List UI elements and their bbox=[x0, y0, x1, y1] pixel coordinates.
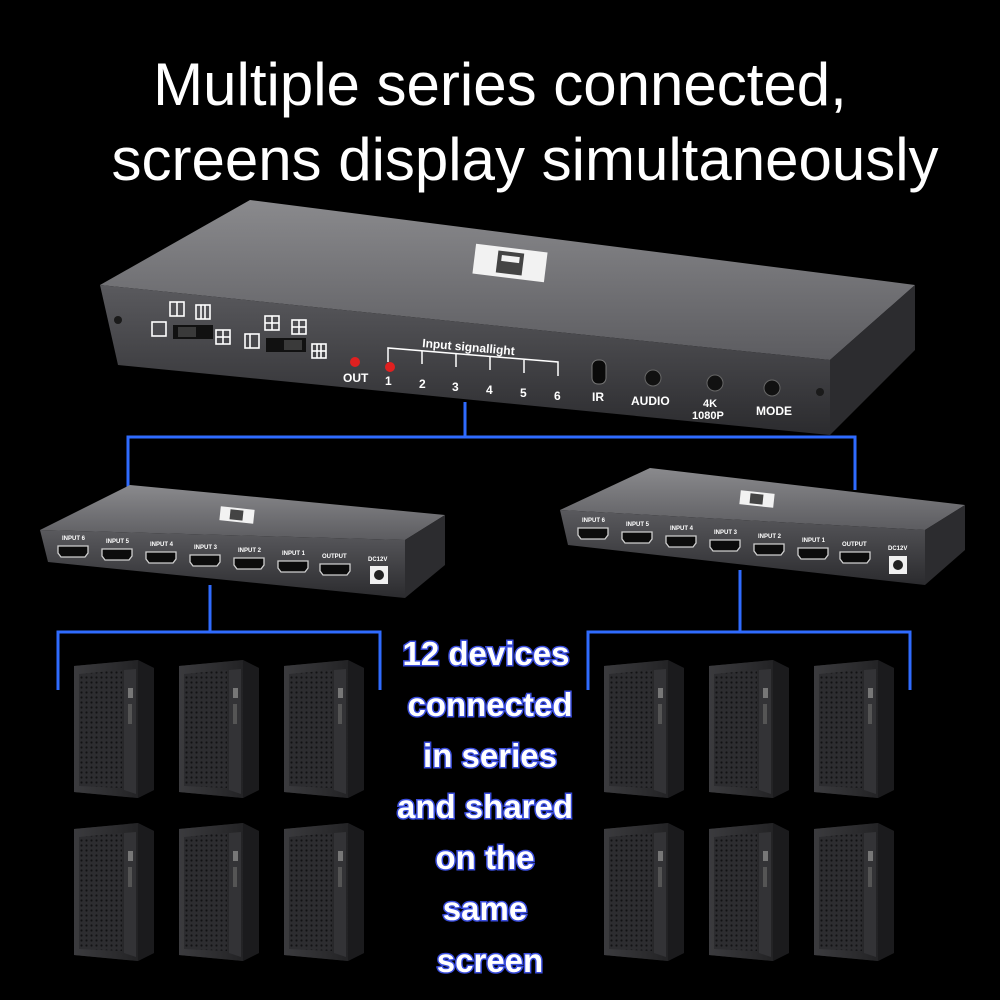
ir-receiver-icon bbox=[591, 359, 607, 385]
mode-label: MODE bbox=[756, 404, 792, 418]
layout-mode-icon bbox=[151, 301, 231, 345]
port-label: INPUT 4 bbox=[150, 542, 174, 548]
layout-mode-icon bbox=[244, 315, 327, 359]
hdmi-port-icon[interactable] bbox=[57, 545, 89, 558]
hdmi-port-icon[interactable] bbox=[101, 548, 133, 561]
computer-tower-icon bbox=[74, 823, 154, 961]
resolution-label-1080p: 1080P bbox=[692, 410, 724, 422]
computer-group-left bbox=[74, 660, 364, 961]
sub-switch-device-left: INPUT 6 INPUT 5 INPUT 4 INPUT 3 INPUT 2 … bbox=[40, 485, 445, 598]
port-label: INPUT 4 bbox=[670, 526, 694, 532]
screw-icon bbox=[816, 388, 824, 396]
signal-number: 1 bbox=[385, 374, 392, 388]
out-led bbox=[350, 357, 360, 367]
resolution-button[interactable] bbox=[706, 374, 724, 392]
computer-tower-icon bbox=[74, 660, 154, 798]
headline-line-2: screens display simultaneously bbox=[111, 126, 939, 193]
signal-number: 3 bbox=[452, 380, 459, 394]
sub-switch-device-right: INPUT 6 INPUT 5 INPUT 4 INPUT 3 INPUT 2 … bbox=[560, 468, 965, 585]
computer-tower-icon bbox=[604, 660, 684, 798]
power-label: DC12V bbox=[888, 546, 907, 552]
computer-tower-icon bbox=[179, 823, 259, 961]
hdmi-port-icon[interactable] bbox=[797, 547, 829, 560]
ir-label: IR bbox=[592, 390, 604, 404]
hdmi-port-icon[interactable] bbox=[709, 539, 741, 552]
computer-tower-icon bbox=[604, 823, 684, 961]
hdmi-port-icon[interactable] bbox=[277, 560, 309, 573]
input-led-1 bbox=[385, 362, 395, 372]
caption: 12 devices connected in series and share… bbox=[395, 634, 574, 981]
hdmi-port-icon[interactable] bbox=[189, 554, 221, 567]
caption-line: connected bbox=[407, 686, 572, 723]
screw-icon bbox=[114, 316, 122, 324]
port-label: INPUT 1 bbox=[282, 551, 306, 557]
signal-number: 6 bbox=[554, 389, 561, 403]
port-label: INPUT 6 bbox=[62, 536, 86, 542]
logo-icon bbox=[739, 490, 775, 508]
computer-tower-icon bbox=[709, 660, 789, 798]
port-label: OUTPUT bbox=[322, 554, 347, 560]
caption-line: on the bbox=[436, 839, 535, 876]
resolution-label-4k: 4K bbox=[703, 398, 717, 410]
connection-lines bbox=[56, 402, 912, 690]
computer-tower-icon bbox=[284, 823, 364, 961]
port-label: INPUT 2 bbox=[238, 548, 262, 554]
audio-jack-icon[interactable] bbox=[644, 369, 662, 387]
signal-number: 2 bbox=[419, 377, 426, 391]
signal-number: 4 bbox=[486, 383, 493, 397]
logo-icon bbox=[472, 243, 548, 283]
hdmi-port-icon[interactable] bbox=[665, 535, 697, 548]
computer-group-right bbox=[604, 660, 894, 961]
logo-icon bbox=[219, 506, 255, 524]
hdmi-port-icon[interactable] bbox=[319, 563, 351, 576]
port-label: INPUT 5 bbox=[106, 539, 130, 545]
hdmi-port-icon[interactable] bbox=[233, 557, 265, 570]
port-label: INPUT 3 bbox=[194, 545, 218, 551]
power-label: DC12V bbox=[368, 557, 387, 563]
port-label: INPUT 3 bbox=[714, 530, 738, 536]
main-switch-device: OUT Input signallight 1 2 3 4 5 6 IR AUD… bbox=[100, 200, 915, 435]
hdmi-port-icon[interactable] bbox=[145, 551, 177, 564]
audio-label: AUDIO bbox=[631, 394, 670, 408]
caption-line: same bbox=[443, 890, 527, 927]
signal-number: 5 bbox=[520, 386, 527, 400]
caption-line: 12 devices bbox=[403, 635, 570, 672]
port-label: INPUT 5 bbox=[626, 522, 650, 528]
headline-line-1: Multiple series connected, bbox=[153, 51, 847, 118]
computer-tower-icon bbox=[814, 660, 894, 798]
computer-tower-icon bbox=[284, 660, 364, 798]
port-label: INPUT 6 bbox=[582, 518, 606, 524]
hdmi-port-icon[interactable] bbox=[577, 527, 609, 540]
mode-button[interactable] bbox=[763, 379, 781, 397]
caption-line: screen bbox=[437, 942, 543, 979]
hdmi-port-icon[interactable] bbox=[621, 531, 653, 544]
hdmi-port-icon[interactable] bbox=[839, 551, 871, 564]
computer-tower-icon bbox=[179, 660, 259, 798]
port-label: INPUT 1 bbox=[802, 538, 826, 544]
port-label: OUTPUT bbox=[842, 542, 867, 548]
caption-line: and shared bbox=[397, 788, 573, 825]
caption-line: in series bbox=[423, 737, 557, 774]
computer-tower-icon bbox=[709, 823, 789, 961]
computer-tower-icon bbox=[814, 823, 894, 961]
out-label: OUT bbox=[343, 371, 369, 385]
port-label: INPUT 2 bbox=[758, 534, 782, 540]
hdmi-port-icon[interactable] bbox=[753, 543, 785, 556]
